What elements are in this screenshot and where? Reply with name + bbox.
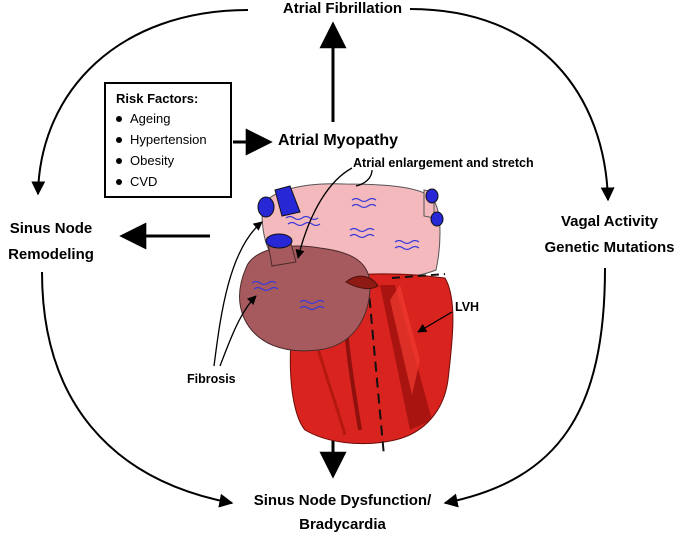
risk-factor-item: Ageing bbox=[116, 108, 222, 129]
label-sinus-node-remodeling: Sinus Node Remodeling bbox=[0, 216, 102, 268]
label-genetic-mutations: Genetic Mutations bbox=[544, 239, 675, 256]
arrow-vagal-to-dysfunction bbox=[443, 267, 606, 508]
risk-factors-box: Risk Factors: Ageing Hypertension Obesit… bbox=[104, 82, 232, 198]
pointer-lvh bbox=[417, 311, 453, 333]
right-atrium bbox=[239, 245, 371, 352]
label-vagal-activity: Vagal Activity bbox=[561, 213, 658, 230]
risk-factor-text: CVD bbox=[130, 174, 158, 189]
label-sinus-node-line2: Remodeling bbox=[8, 246, 94, 263]
label-atrial-myopathy: Atrial Myopathy bbox=[278, 132, 399, 149]
vessel-top-left bbox=[274, 185, 301, 217]
bullet-icon bbox=[116, 158, 122, 164]
risk-factors-list: Ageing Hypertension Obesity CVD bbox=[116, 108, 222, 192]
risk-factor-text: Hypertension bbox=[130, 132, 207, 147]
arrow-af-to-sinus-remodeling bbox=[31, 9, 249, 196]
label-atrial-fibrillation: Atrial Fibrillation bbox=[282, 0, 403, 17]
label-sinus-node-line1: Sinus Node bbox=[9, 220, 93, 237]
risk-factor-text: Obesity bbox=[130, 153, 175, 168]
pointer-fibrosis-1 bbox=[213, 221, 263, 367]
label-vagal-genetic: Vagal Activity Genetic Mutations bbox=[534, 209, 685, 261]
label-fibrosis: Fibrosis bbox=[187, 372, 236, 386]
heart-illustration bbox=[239, 183, 454, 457]
risk-factor-text: Ageing bbox=[130, 111, 171, 126]
pointer-enlargement-left bbox=[295, 167, 353, 259]
risk-factor-item: Hypertension bbox=[116, 129, 222, 150]
label-lvh: LVH bbox=[455, 300, 480, 314]
label-sinus-dysfunction-line1: Sinus Node Dysfunction/ bbox=[253, 492, 432, 509]
bullet-icon bbox=[116, 137, 122, 143]
bullet-icon bbox=[116, 179, 122, 185]
label-atrial-enlargement: Atrial enlargement and stretch bbox=[353, 156, 534, 170]
risk-factor-item: CVD bbox=[116, 171, 222, 192]
risk-factors-title: Risk Factors: bbox=[116, 91, 199, 106]
label-sinus-dysfunction-line2: Bradycardia bbox=[299, 516, 386, 533]
bullet-icon bbox=[116, 116, 122, 122]
pointer-enlargement-right bbox=[355, 169, 373, 187]
pointer-fibrosis-2 bbox=[219, 295, 257, 367]
arrow-sinus-remodeling-to-dysfunction bbox=[41, 271, 234, 508]
arrow-af-to-vagal-activity bbox=[409, 8, 615, 202]
label-sinus-node-dysfunction: Sinus Node Dysfunction/ Bradycardia bbox=[0, 489, 685, 537]
risk-factor-item: Obesity bbox=[116, 150, 222, 171]
fibrosis-marks bbox=[251, 197, 420, 311]
